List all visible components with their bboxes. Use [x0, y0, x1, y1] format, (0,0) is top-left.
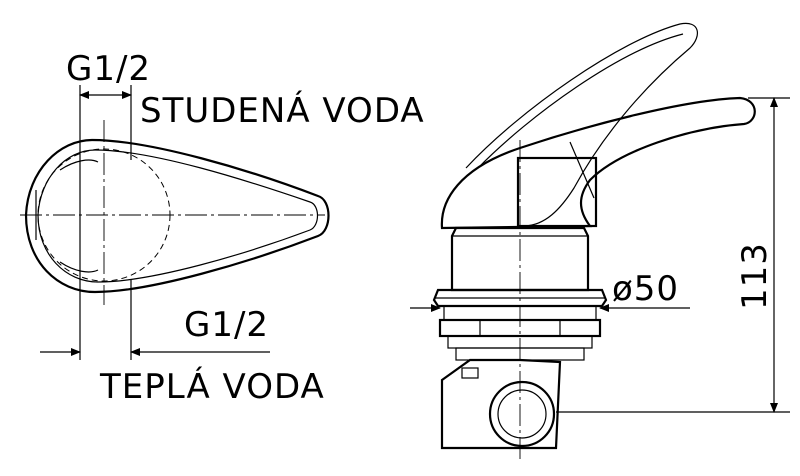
raised-lever-inner [477, 33, 684, 169]
lever-crease [569, 141, 595, 199]
raised-lever-outline [465, 22, 698, 227]
diameter-label: ø50 [612, 269, 679, 309]
bottom-thread-label: G1/2 [184, 305, 269, 345]
main-lever [440, 96, 756, 230]
head-housing [516, 156, 598, 228]
side-view: ø50 113 [410, 22, 790, 460]
outlet-pipe-outer [488, 380, 556, 448]
top-view: G1/2 STUDENÁ VODA G1/2 TEPLÁ VODA [20, 49, 425, 407]
hot-water-label: TEPLÁ VODA [99, 366, 325, 407]
inner-arc-bottom [59, 261, 99, 273]
connector-block [440, 358, 562, 450]
connector-boss [461, 367, 479, 379]
top-thread-label: G1/2 [66, 49, 151, 89]
cold-water-label: STUDENÁ VODA [140, 90, 425, 131]
height-label: 113 [735, 242, 775, 310]
inner-arc-top [59, 159, 99, 171]
outlet-pipe-inner [497, 389, 547, 439]
